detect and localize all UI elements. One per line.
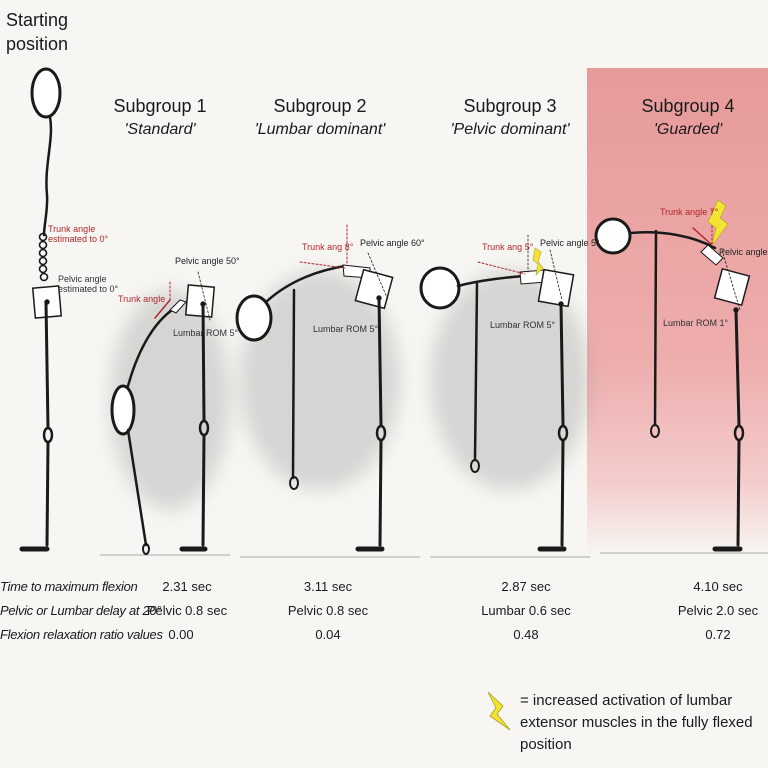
subgroup-4-header: Subgroup 4 'Guarded' [628,94,748,142]
sg4-pelvic-angle: Pelvic angle 5° [719,247,768,257]
sg4-time: 4.10 sec [693,579,743,594]
subgroup-3-header: Subgroup 3 'Pelvic dominant' [440,94,580,142]
sg4-frr: 0.72 [705,627,731,642]
sg1-delay: Pelvic 0.8 sec [146,603,228,618]
row-label-time: Time to maximum flexion [0,579,138,594]
subgroup-3-name: Subgroup 3 [463,96,557,116]
sg3-frr: 0.48 [513,627,539,642]
subgroup-4-name: Subgroup 4 [641,96,735,116]
starting-figure [19,67,63,552]
subgroup-2-figure [235,224,394,552]
subgroup-1-name: Subgroup 1 [113,96,207,116]
sg3-lumbar-rom: Lumbar ROM 5° [490,320,556,330]
sg3-time: 2.87 sec [501,579,551,594]
sg4-lumbar-rom: Lumbar ROM 1° [663,318,729,328]
sg3-delay: Lumbar 0.6 sec [481,603,571,618]
legend-text: = increased activation of lumbar extenso… [520,692,753,753]
sg3-pelvic-angle: Pelvic angle 5° [540,238,600,248]
subgroup-4-figure [594,199,751,552]
head [30,67,62,119]
subgroup-3-label: 'Pelvic dominant' [450,121,570,138]
subgroup-2-label: 'Lumbar dominant' [254,121,386,138]
subgroup-1-figure [110,271,216,555]
subgroup-2-name: Subgroup 2 [273,96,367,116]
subgroup-1-header: Subgroup 1 'Standard' [100,94,220,142]
sg2-time: 3.11 sec [303,579,353,594]
ground-lines [100,552,768,558]
row-label-delay: Pelvic or Lumbar delay at 20° [0,603,162,618]
sg2-trunk-angle: Trunk ang 8° [302,242,354,252]
subgroup-4-label: 'Guarded' [653,121,723,138]
sg1-trunk-angle: Trunk angle [118,294,165,304]
ground-shadows [110,270,590,510]
subgroup-2-header: Subgroup 2 'Lumbar dominant' [250,94,390,142]
sg1-lumbar-rom: Lumbar ROM 5° [173,328,239,338]
sg1-frr: 0.00 [168,627,194,642]
sg3-trunk-angle: Trunk ang 5° [482,242,534,252]
sg1-time: 2.31 sec [162,579,212,594]
sg1-pelvic-angle: Pelvic angle 50° [175,256,240,266]
lightning-bolt-icon [532,247,544,276]
subgroup-3-figure [419,234,575,552]
spine-segments [38,232,49,282]
row-label-frr: Flexion relaxation ratio values [0,627,163,642]
legend-lightning-bolt-icon [487,691,511,731]
sg2-pelvic-angle: Pelvic angle 60° [360,238,425,248]
sg2-frr: 0.04 [315,627,341,642]
sg4-delay: Pelvic 2.0 sec [677,603,759,618]
starting-position-title: Starting position [6,10,69,54]
lightning-bolt-icon [707,199,729,247]
sg2-delay: Pelvic 0.8 sec [287,603,369,618]
subgroup-1-label: 'Standard' [124,121,196,138]
sg2-lumbar-rom: Lumbar ROM 5° [313,324,379,334]
sg4-trunk-angle: Trunk angle 7° [660,207,719,217]
